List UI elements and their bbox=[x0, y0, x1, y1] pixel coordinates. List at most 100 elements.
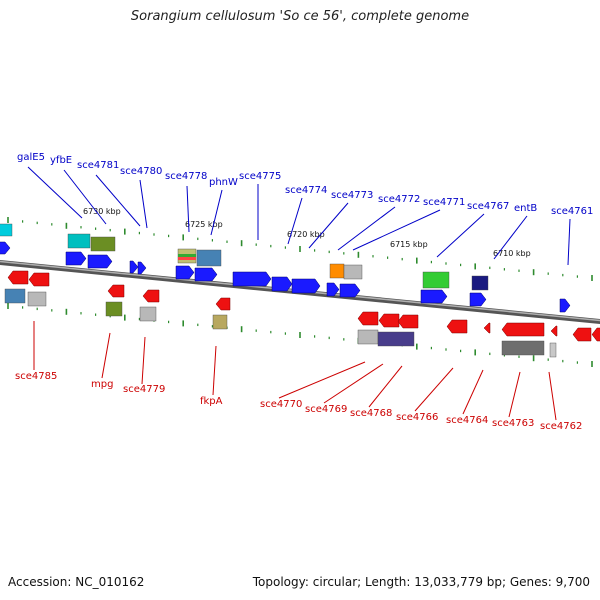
forward-gene-arrow bbox=[137, 261, 147, 275]
scale-label: 6710 kbp bbox=[493, 249, 531, 258]
forward-label-leader bbox=[337, 206, 396, 251]
feature-box bbox=[501, 340, 545, 356]
forward-label-leader bbox=[186, 185, 190, 233]
feature-box bbox=[139, 306, 157, 322]
scale-label: 6730 kbp bbox=[83, 207, 121, 216]
scale-label: 6720 kbp bbox=[287, 230, 325, 239]
reverse-gene-label: sce4779 bbox=[123, 384, 165, 395]
reverse-gene-label: sce4762 bbox=[540, 421, 582, 432]
reverse-gene-arrow bbox=[483, 322, 491, 334]
feature-box bbox=[90, 236, 116, 252]
reverse-label-leader bbox=[414, 367, 454, 412]
reverse-label-leader bbox=[462, 369, 484, 415]
forward-gene-label: yfbE bbox=[50, 155, 72, 166]
forward-label-leader bbox=[139, 179, 148, 229]
feature-box bbox=[343, 264, 363, 280]
feature-box bbox=[196, 249, 222, 267]
reverse-label-leader bbox=[508, 371, 521, 418]
reverse-label-leader bbox=[323, 363, 384, 404]
forward-gene-label: sce4772 bbox=[378, 194, 420, 205]
feature-box bbox=[549, 342, 557, 358]
feature-box bbox=[422, 271, 450, 289]
reverse-gene-label: sce4763 bbox=[492, 418, 534, 429]
reverse-gene-arrow bbox=[7, 270, 29, 285]
reverse-gene-arrow bbox=[550, 325, 558, 337]
forward-gene-arrow bbox=[175, 265, 195, 280]
feature-box bbox=[212, 314, 228, 330]
forward-gene-arrow bbox=[469, 292, 487, 307]
forward-gene-label: galE5 bbox=[17, 152, 45, 163]
forward-gene-label: sce4771 bbox=[423, 197, 465, 208]
forward-gene-label: sce4775 bbox=[239, 171, 281, 182]
reverse-gene-label: sce4770 bbox=[260, 399, 302, 410]
feature-box bbox=[4, 288, 26, 304]
forward-label-leader bbox=[63, 169, 107, 225]
reverse-label-leader bbox=[101, 332, 111, 379]
feature-box bbox=[377, 331, 415, 347]
forward-gene-arrow bbox=[87, 254, 113, 269]
feature-box bbox=[471, 275, 489, 291]
forward-gene-label: sce4781 bbox=[77, 160, 119, 171]
forward-label-leader bbox=[27, 166, 83, 219]
forward-label-leader bbox=[95, 174, 141, 227]
reverse-gene-arrow bbox=[107, 284, 125, 298]
forward-label-leader bbox=[308, 202, 349, 249]
forward-gene-label: sce4774 bbox=[285, 185, 327, 196]
reverse-gene-label: sce4764 bbox=[446, 415, 488, 426]
feature-box-stripe bbox=[178, 254, 196, 257]
forward-label-leader bbox=[436, 213, 485, 258]
reverse-gene-arrow bbox=[591, 327, 600, 342]
reverse-label-leader bbox=[212, 345, 217, 396]
reverse-label-leader bbox=[141, 336, 146, 385]
reverse-gene-arrow bbox=[357, 311, 379, 326]
reverse-gene-arrow bbox=[215, 297, 231, 311]
forward-gene-label: sce4780 bbox=[120, 166, 162, 177]
reverse-gene-arrow bbox=[501, 322, 545, 337]
reverse-gene-arrow bbox=[446, 319, 468, 334]
forward-gene-label: sce4761 bbox=[551, 206, 593, 217]
forward-gene-arrow bbox=[291, 278, 321, 294]
reverse-label-leader bbox=[548, 371, 557, 421]
feature-box bbox=[0, 223, 13, 237]
feature-box-stripe bbox=[178, 257, 196, 260]
reverse-gene-arrow bbox=[142, 289, 160, 303]
forward-label-leader bbox=[352, 209, 441, 251]
reverse-gene-label: sce4769 bbox=[305, 404, 347, 415]
scale-label: 6725 kbp bbox=[185, 220, 223, 229]
forward-label-leader bbox=[287, 197, 303, 245]
feature-box bbox=[105, 301, 123, 317]
reverse-gene-arrow bbox=[378, 313, 400, 328]
forward-gene-arrow bbox=[232, 271, 272, 287]
forward-gene-arrow bbox=[0, 241, 11, 255]
reverse-gene-label: sce4785 bbox=[15, 371, 57, 382]
map-title: Sorangium cellulosum 'So ce 56', complet… bbox=[130, 9, 470, 24]
forward-gene-label: sce4778 bbox=[165, 171, 207, 182]
feature-box bbox=[357, 329, 379, 345]
forward-label-leader bbox=[493, 215, 528, 260]
forward-gene-arrow bbox=[339, 283, 361, 298]
reverse-gene-label: sce4768 bbox=[350, 408, 392, 419]
reverse-gene-label: sce4766 bbox=[396, 412, 438, 423]
forward-gene-arrow bbox=[326, 282, 340, 297]
forward-gene-label: entB bbox=[514, 203, 537, 214]
forward-gene-label: phnW bbox=[209, 177, 238, 188]
reverse-gene-arrow bbox=[397, 314, 419, 329]
reverse-gene-arrow bbox=[28, 272, 50, 287]
feature-box bbox=[27, 291, 47, 307]
forward-gene-label: sce4773 bbox=[331, 190, 373, 201]
scale-label: 6715 kbp bbox=[390, 240, 428, 249]
forward-gene-arrow bbox=[420, 289, 448, 304]
forward-label-leader bbox=[210, 189, 223, 236]
forward-gene-arrow bbox=[129, 260, 139, 274]
reverse-gene-label: mpg bbox=[91, 379, 113, 390]
forward-gene-arrow bbox=[194, 267, 218, 282]
forward-gene-arrow bbox=[271, 276, 293, 292]
reverse-label-leader bbox=[278, 361, 366, 399]
reverse-gene-arrow bbox=[572, 327, 592, 342]
forward-gene-arrow bbox=[559, 298, 571, 313]
feature-box bbox=[67, 233, 91, 249]
forward-label-leader bbox=[567, 218, 571, 266]
reverse-gene-label: fkpA bbox=[200, 396, 223, 407]
genome-summary-text: Topology: circular; Length: 13,033,779 b… bbox=[252, 575, 590, 589]
